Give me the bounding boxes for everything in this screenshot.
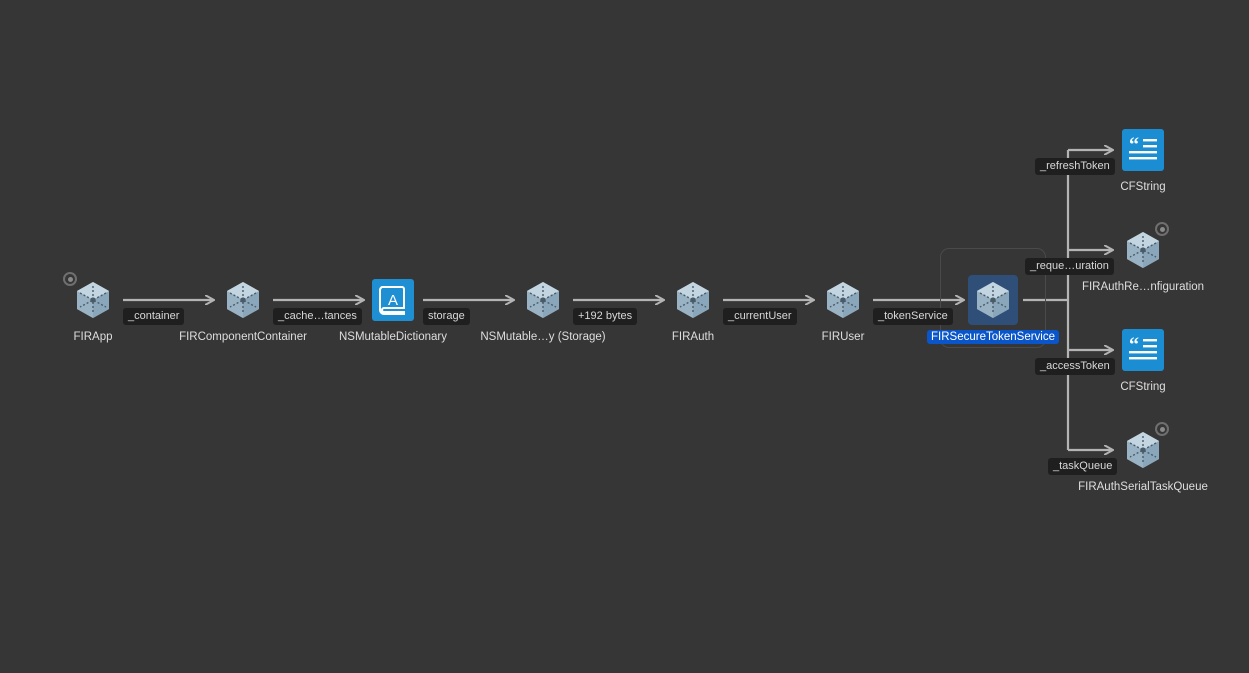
edge-label-request-configuration[interactable]: _reque…uration [1025,258,1114,275]
node-firuser[interactable]: FIRUser [763,278,923,345]
edge-label-token-service[interactable]: _tokenService [873,308,953,325]
object-cube-icon [1127,232,1159,268]
edge-label-access-token[interactable]: _accessToken [1035,358,1115,375]
edge-label-192-bytes[interactable]: +192 bytes [573,308,638,325]
node-nsmutabledictionary[interactable]: A NSMutableDictionary [313,278,473,345]
node-nsmutable-storage[interactable]: NSMutable…y (Storage) [463,278,623,345]
svg-text:“: “ [1129,134,1139,156]
node-fircomponentcontainer[interactable]: FIRComponentContainer [163,278,323,345]
node-firauthrequestconfiguration[interactable]: FIRAuthRe…nfiguration [1063,222,1223,295]
node-firauthserialtaskqueue[interactable]: FIRAuthSerialTaskQueue [1063,422,1223,495]
object-cube-icon [227,282,259,318]
edge-label-storage[interactable]: storage [423,308,470,325]
node-label: CFString [1120,181,1166,193]
string-quote-icon: “ [1122,129,1164,171]
node-label: FIRAuthSerialTaskQueue [1078,481,1208,493]
svg-text:A: A [388,292,398,309]
object-cube-icon [527,282,559,318]
node-cfstring-refresh-token[interactable]: “ CFString [1063,128,1223,195]
node-firsecuretokenservice[interactable]: FIRSecureTokenService [913,275,1073,345]
node-firauth[interactable]: FIRAuth [613,278,773,345]
retain-cycle-badge-icon [1155,422,1169,436]
retain-cycle-badge-icon [63,272,77,286]
svg-text:“: “ [1129,334,1139,356]
node-label: FIRComponentContainer [179,331,307,343]
object-cube-icon [77,282,109,318]
object-cube-icon [827,282,859,318]
edge-label-task-queue[interactable]: _taskQueue [1048,458,1118,475]
object-cube-icon [677,282,709,318]
retain-cycle-badge-icon [1155,222,1169,236]
edge-label-refresh-token[interactable]: _refreshToken [1035,158,1115,175]
node-label: NSMutable…y (Storage) [480,331,606,343]
node-label: FIRUser [821,331,865,343]
edge-label-cache-instances[interactable]: _cache…tances [273,308,362,325]
dictionary-book-icon: A [372,279,414,321]
node-label: NSMutableDictionary [338,331,447,343]
node-label: FIRAuthRe…nfiguration [1081,281,1205,293]
object-cube-icon [1127,432,1159,468]
node-cfstring-access-token[interactable]: “ CFString [1063,328,1223,395]
node-firapp[interactable]: FIRApp [13,272,173,345]
node-label-selected: FIRSecureTokenService [927,330,1059,344]
node-label: FIRApp [73,331,113,343]
node-label: FIRAuth [671,331,715,343]
object-cube-icon [977,282,1009,318]
edge-label-container[interactable]: _container [123,308,185,325]
string-quote-icon: “ [1122,329,1164,371]
node-label: CFString [1120,381,1166,393]
edge-label-current-user[interactable]: _currentUser [723,308,797,325]
selected-node-frame [940,248,1046,348]
